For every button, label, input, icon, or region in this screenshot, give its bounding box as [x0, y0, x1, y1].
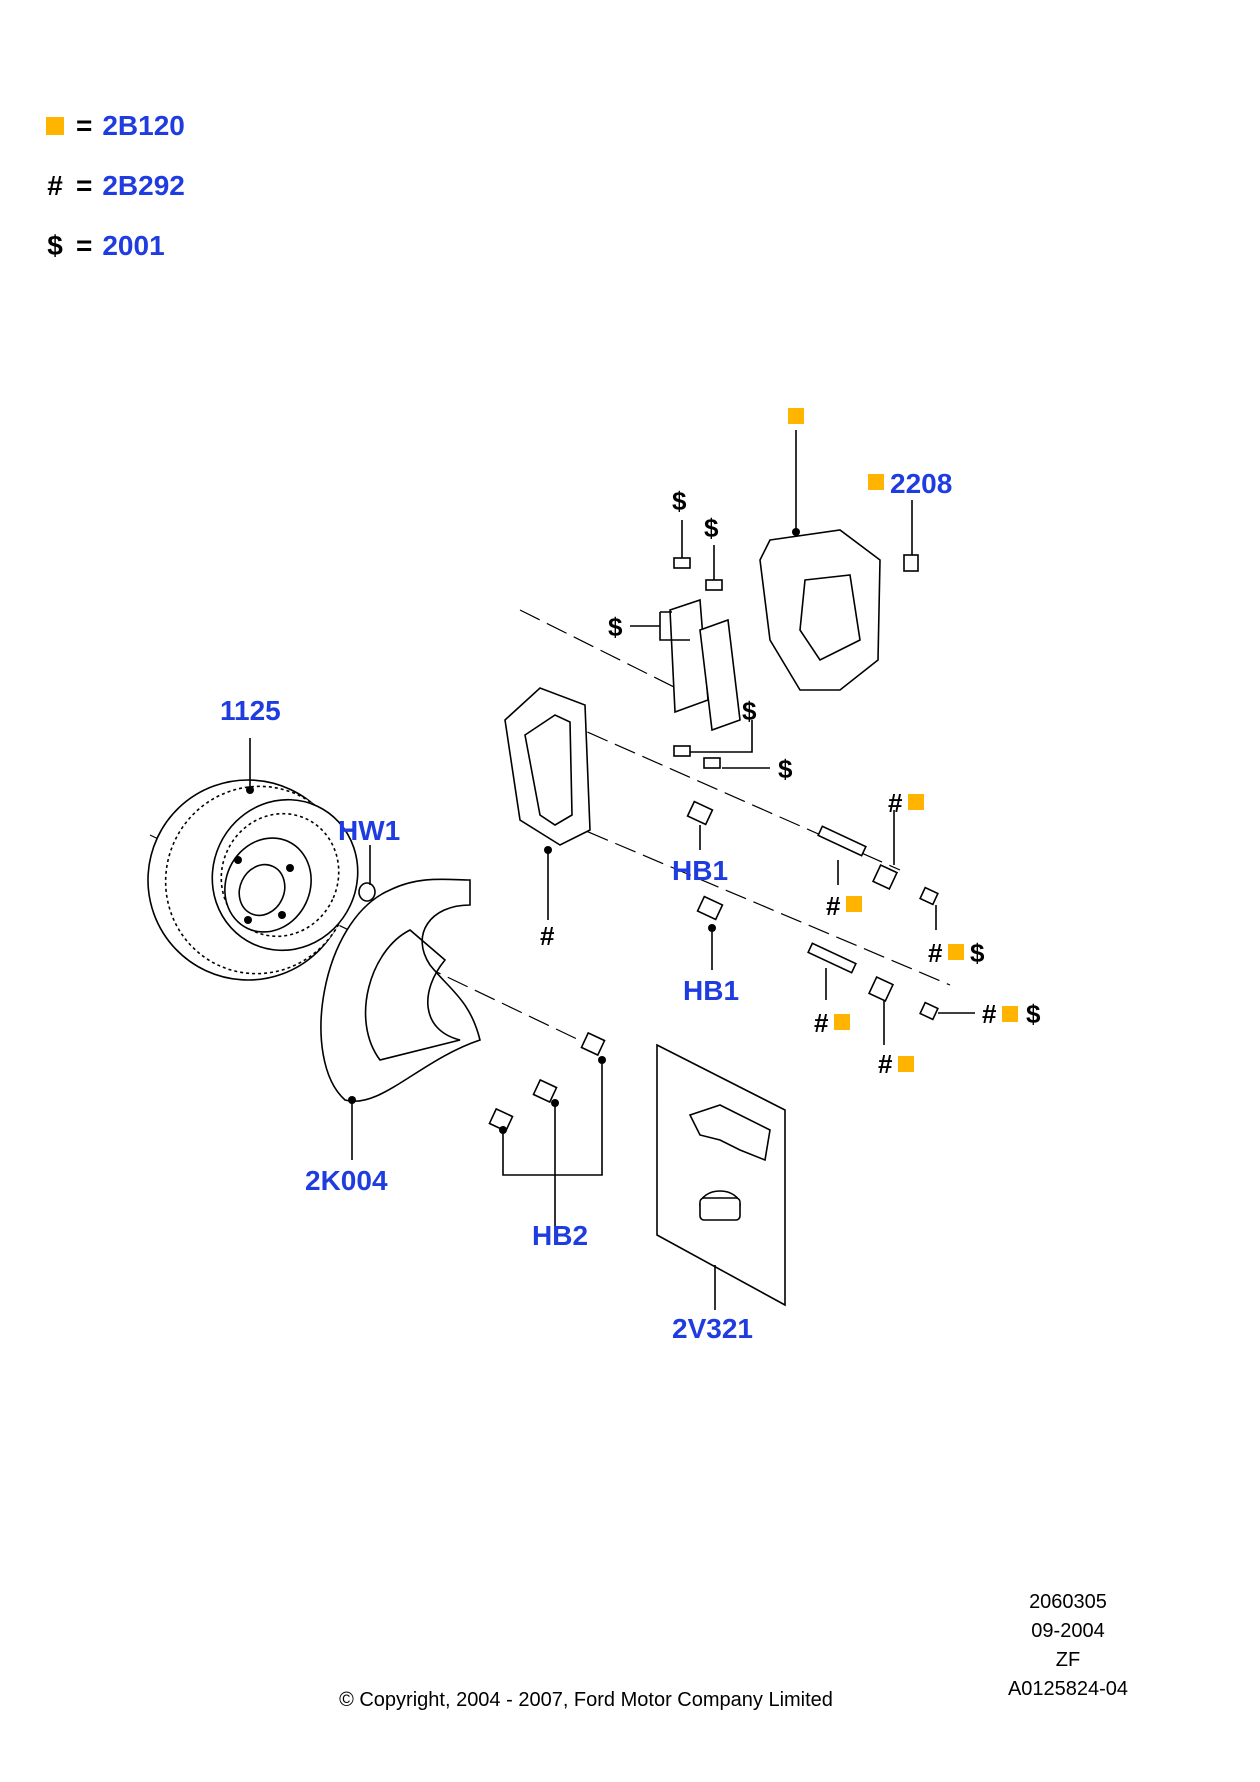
caliper-housing — [759, 529, 881, 691]
callout-hb2: HB2 — [532, 1220, 588, 1251]
symbol-hash-lower-pin: # — [814, 1008, 829, 1038]
symbol-hash-upper-bolt: # — [928, 938, 943, 968]
orange-square-icon — [846, 896, 862, 912]
symbol-dollar-4: $ — [742, 696, 757, 726]
orange-square-icon — [46, 117, 64, 135]
guide-pin-upper — [817, 825, 939, 906]
footer-date: 09-2004 — [1031, 1620, 1104, 1642]
callout-hw1: HW1 — [338, 815, 400, 846]
symbol-dollar-lower-bolt: $ — [1026, 999, 1041, 1029]
brake-disc — [147, 779, 359, 981]
bolt-hb1-lower — [696, 895, 724, 921]
legend-equals: = — [76, 110, 93, 141]
orange-square-icon — [868, 474, 884, 490]
legend-code-hash: 2B292 — [102, 170, 185, 201]
callout-2v321: 2V321 — [672, 1313, 753, 1344]
callout-2208: 2208 — [890, 468, 952, 499]
hardware-kit-2v321 — [656, 1043, 786, 1307]
legend-row-hash: # = 2B292 — [42, 170, 185, 202]
symbol-hash-lower-bushing: # — [878, 1049, 893, 1079]
symbol-hash-lower-bolt: # — [982, 999, 997, 1029]
symbol-dollar-3: $ — [608, 612, 623, 642]
brake-pads — [669, 598, 741, 732]
footer-doc-id: A0125824-04 — [1008, 1678, 1128, 1700]
orange-square-icon — [834, 1014, 850, 1030]
symbol-dollar-2: $ — [704, 513, 719, 543]
legend-hash-symbol: # — [47, 170, 63, 201]
guide-pin-lower — [807, 942, 939, 1021]
callout-2k004: 2K004 — [305, 1165, 388, 1196]
orange-square-icon — [948, 944, 964, 960]
washer-hw1 — [358, 882, 376, 902]
legend-code-dollar: 2001 — [102, 230, 165, 261]
symbol-hash-upper-pin: # — [826, 891, 841, 921]
symbol-dollar-upper-bolt: $ — [970, 938, 985, 968]
orange-square-icon — [898, 1056, 914, 1072]
leader-dot — [348, 1096, 356, 1104]
caliper-bracket — [504, 687, 591, 846]
callout-hb1-upper: HB1 — [672, 855, 728, 886]
footer-code: ZF — [1056, 1649, 1080, 1671]
legend-equals: = — [76, 170, 93, 201]
symbol-hash-upper-bushing: # — [888, 788, 903, 818]
orange-square-icon — [788, 408, 804, 424]
symbol-dollar-5: $ — [778, 754, 793, 784]
bolt-hb1-upper — [686, 800, 714, 826]
leader-hb2-bracket — [502, 1060, 603, 1176]
bleed-screw — [903, 554, 919, 572]
orange-square-icon — [1002, 1006, 1018, 1022]
leader-dollar-4 — [690, 720, 753, 753]
legend-dollar-symbol: $ — [47, 230, 63, 261]
callout-hb1-lower: HB1 — [683, 975, 739, 1006]
bolts-hb2 — [488, 1031, 606, 1133]
leader-dollar-3 — [630, 611, 690, 641]
legend-row-square: = 2B120 — [42, 110, 185, 142]
callout-1125: 1125 — [220, 695, 281, 726]
footer-ref-number: 2060305 — [1029, 1591, 1107, 1613]
splash-shield — [320, 878, 481, 1103]
legend-code-square: 2B120 — [102, 110, 185, 141]
legend-row-dollar: $ = 2001 — [42, 230, 165, 262]
orange-square-icon — [908, 794, 924, 810]
leader-dot — [246, 786, 254, 794]
symbol-hash-bracket: # — [540, 921, 555, 951]
legend-equals: = — [76, 230, 93, 261]
symbol-dollar-1: $ — [672, 486, 687, 516]
footer-copyright: © Copyright, 2004 - 2007, Ford Motor Com… — [339, 1689, 833, 1711]
